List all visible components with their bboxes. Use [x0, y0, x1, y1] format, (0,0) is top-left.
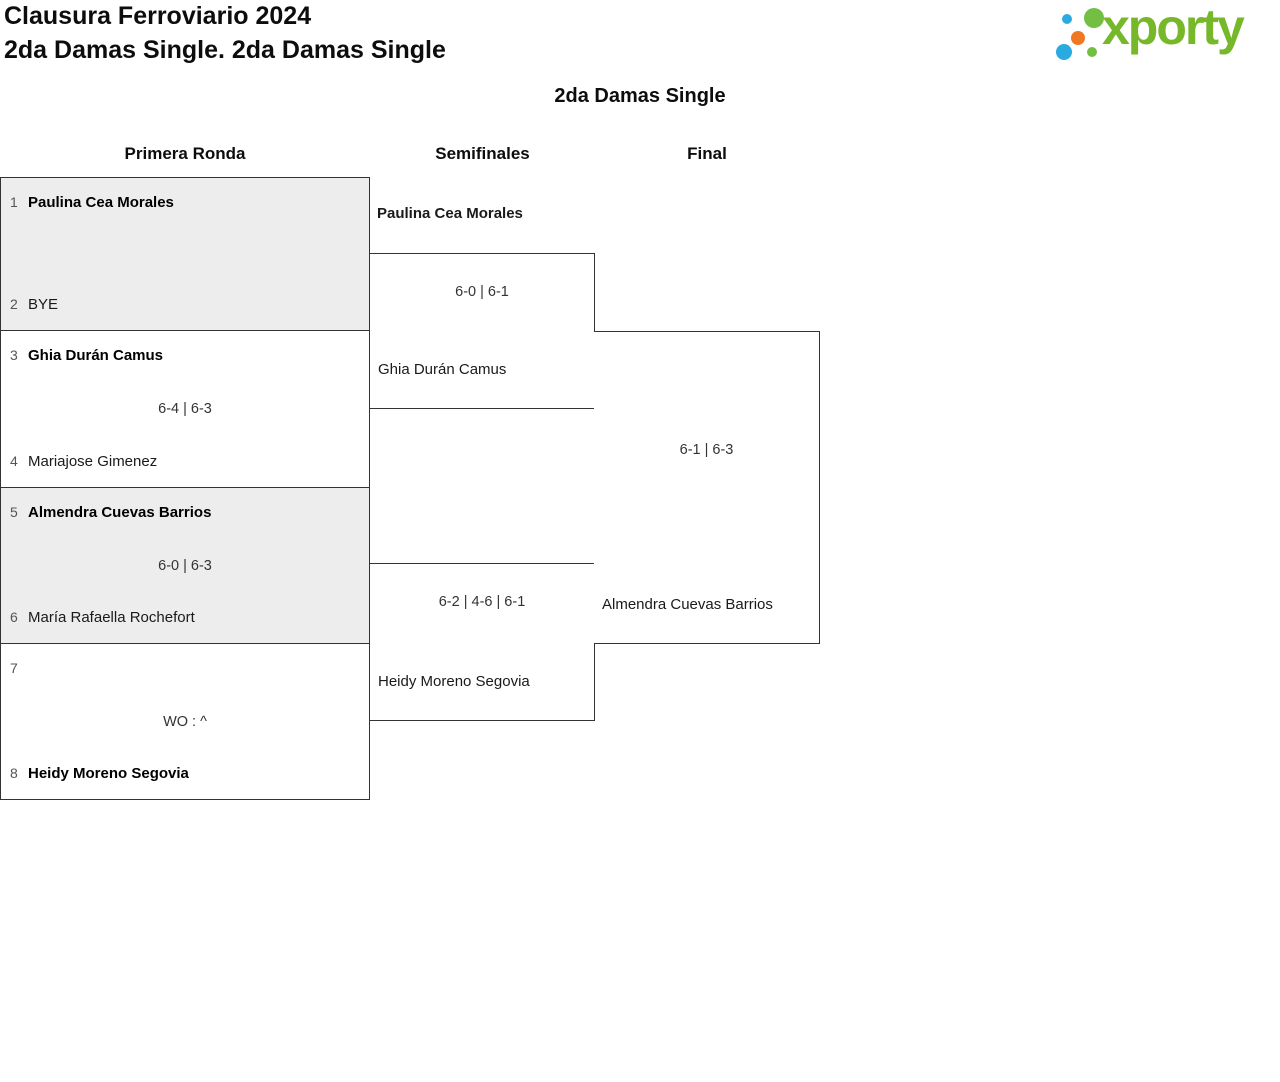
- round-header-primera-ronda: Primera Ronda: [124, 144, 246, 163]
- seed-number: 7: [10, 660, 18, 676]
- seed-number: 1: [10, 194, 18, 210]
- seed-number: 5: [10, 504, 18, 520]
- match-box-round1-3[interactable]: 5 Almendra Cuevas Barrios 6-0 | 6-3 6 Ma…: [0, 487, 370, 644]
- match-score: 6-4 | 6-3: [158, 401, 212, 417]
- player-name: Paulina Cea Morales: [28, 194, 174, 211]
- player-slot: 7: [10, 660, 28, 677]
- seed-number: 2: [10, 296, 18, 312]
- xporty-logo[interactable]: xporty: [1050, 0, 1276, 72]
- logo-dot-green-large-icon: [1084, 8, 1104, 28]
- final-bottom-player-name: Almendra Cuevas Barrios: [602, 596, 773, 613]
- player-slot: 6 María Rafaella Rochefort: [10, 609, 195, 626]
- match-score: 6-0 | 6-3: [158, 557, 212, 574]
- match-box-round1-2[interactable]: 3 Ghia Durán Camus 6-4 | 6-3 4 Mariajose…: [0, 330, 370, 488]
- logo-dot-orange-icon: [1071, 31, 1085, 45]
- player-name: Almendra Cuevas Barrios: [28, 504, 212, 521]
- player-slot: 3 Ghia Durán Camus: [10, 347, 163, 364]
- match-box-final[interactable]: 6-1 | 6-3 Almendra Cuevas Barrios: [594, 331, 820, 644]
- player-name: BYE: [28, 296, 59, 313]
- semifinal1-bottom-player-name: Ghia Durán Camus: [378, 361, 507, 378]
- player-slot: 8 Heidy Moreno Segovia: [10, 765, 189, 782]
- bracket-title: 2da Damas Single: [554, 85, 726, 107]
- logo-dot-green-small-icon: [1087, 47, 1097, 57]
- match-score: 6-0 | 6-1: [455, 284, 509, 300]
- category-subtitle: 2da Damas Single. 2da Damas Single: [4, 36, 446, 64]
- logo-dot-blue-small-icon: [1062, 14, 1072, 24]
- match-score: WO : ^: [163, 713, 207, 730]
- logo-dot-blue-large-icon: [1056, 44, 1072, 60]
- match-box-round1-4[interactable]: 7 WO : ^ 8 Heidy Moreno Segovia: [0, 643, 370, 800]
- seed-number: 4: [10, 453, 18, 469]
- match-score: 6-2 | 4-6 | 6-1: [438, 594, 526, 610]
- round-header-final: Final: [687, 144, 727, 163]
- semifinal2-bottom-player-name: Heidy Moreno Segovia: [378, 673, 530, 690]
- seed-number: 6: [10, 609, 18, 625]
- seed-number: 3: [10, 347, 18, 363]
- player-slot: 2 BYE: [10, 296, 58, 313]
- player-name: Ghia Durán Camus: [28, 347, 164, 364]
- player-name: María Rafaella Rochefort: [28, 609, 195, 626]
- round-header-semifinales: Semifinales: [435, 144, 530, 163]
- match-score: 6-1 | 6-3: [679, 442, 734, 458]
- seed-number: 8: [10, 765, 18, 781]
- player-slot: 4 Mariajose Gimenez: [10, 453, 157, 470]
- player-name: Mariajose Gimenez: [28, 453, 158, 470]
- tournament-title: Clausura Ferroviario 2024: [4, 2, 312, 30]
- match-box-round1-1[interactable]: 1 Paulina Cea Morales 2 BYE: [0, 177, 370, 331]
- player-slot: 5 Almendra Cuevas Barrios: [10, 504, 211, 521]
- player-name: Heidy Moreno Segovia: [28, 765, 189, 782]
- semifinal1-top-player-name: Paulina Cea Morales: [377, 205, 523, 222]
- logo-wordmark: xporty: [1102, 0, 1245, 55]
- player-slot: 1 Paulina Cea Morales: [10, 194, 174, 211]
- match-box-semifinal-1[interactable]: 6-0 | 6-1 Ghia Durán Camus: [369, 253, 595, 409]
- match-box-semifinal-2[interactable]: 6-2 | 4-6 | 6-1 Heidy Moreno Segovia: [369, 563, 595, 721]
